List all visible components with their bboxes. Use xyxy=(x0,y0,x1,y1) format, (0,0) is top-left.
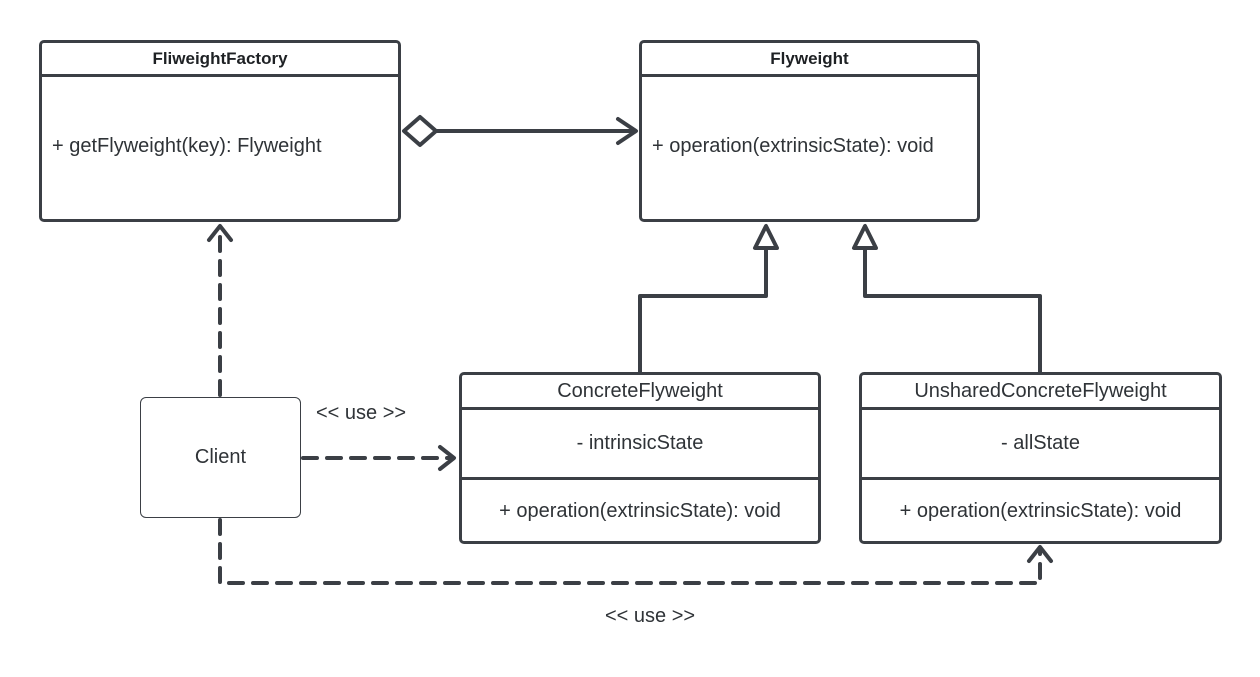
dependency-arrowhead-concrete xyxy=(438,445,456,471)
concrete-flyweight-attribute: - intrinsicState xyxy=(462,410,818,480)
generalization-line-concrete xyxy=(638,247,768,374)
client-box[interactable]: Client xyxy=(140,397,301,518)
concrete-flyweight-name: ConcreteFlyweight xyxy=(462,375,818,410)
aggregation-diamond xyxy=(402,115,438,147)
factory-class[interactable]: FliweightFactory + getFlyweight(key): Fl… xyxy=(39,40,401,222)
unshared-concrete-flyweight-class[interactable]: UnsharedConcreteFlyweight - allState + o… xyxy=(859,372,1222,544)
dependency-arrowhead-factory xyxy=(207,224,233,242)
dependency-line-unshared xyxy=(218,518,1042,585)
client-label: Client xyxy=(194,446,247,468)
flyweight-operation: + operation(extrinsicState): void xyxy=(652,135,934,157)
unshared-concrete-flyweight-name: UnsharedConcreteFlyweight xyxy=(862,375,1219,410)
use-label-unshared: << use >> xyxy=(605,605,696,627)
generalization-line-unshared xyxy=(863,247,1042,374)
unshared-concrete-flyweight-attribute: - allState xyxy=(862,410,1219,480)
factory-class-name: FliweightFactory xyxy=(42,43,398,77)
use-label-concrete: << use >> xyxy=(316,402,407,424)
concrete-flyweight-operation: + operation(extrinsicState): void xyxy=(499,499,781,522)
association-arrowhead xyxy=(616,117,638,145)
flyweight-class-name: Flyweight xyxy=(642,43,977,77)
generalization-triangle-unshared xyxy=(852,224,878,250)
concrete-flyweight-class[interactable]: ConcreteFlyweight - intrinsicState + ope… xyxy=(459,372,821,544)
unshared-concrete-flyweight-operation: + operation(extrinsicState): void xyxy=(899,499,1182,522)
flyweight-class[interactable]: Flyweight + operation(extrinsicState): v… xyxy=(639,40,980,222)
factory-operation: + getFlyweight(key): Flyweight xyxy=(52,135,322,157)
generalization-triangle-concrete xyxy=(753,224,779,250)
dependency-arrowhead-unshared xyxy=(1027,545,1053,563)
